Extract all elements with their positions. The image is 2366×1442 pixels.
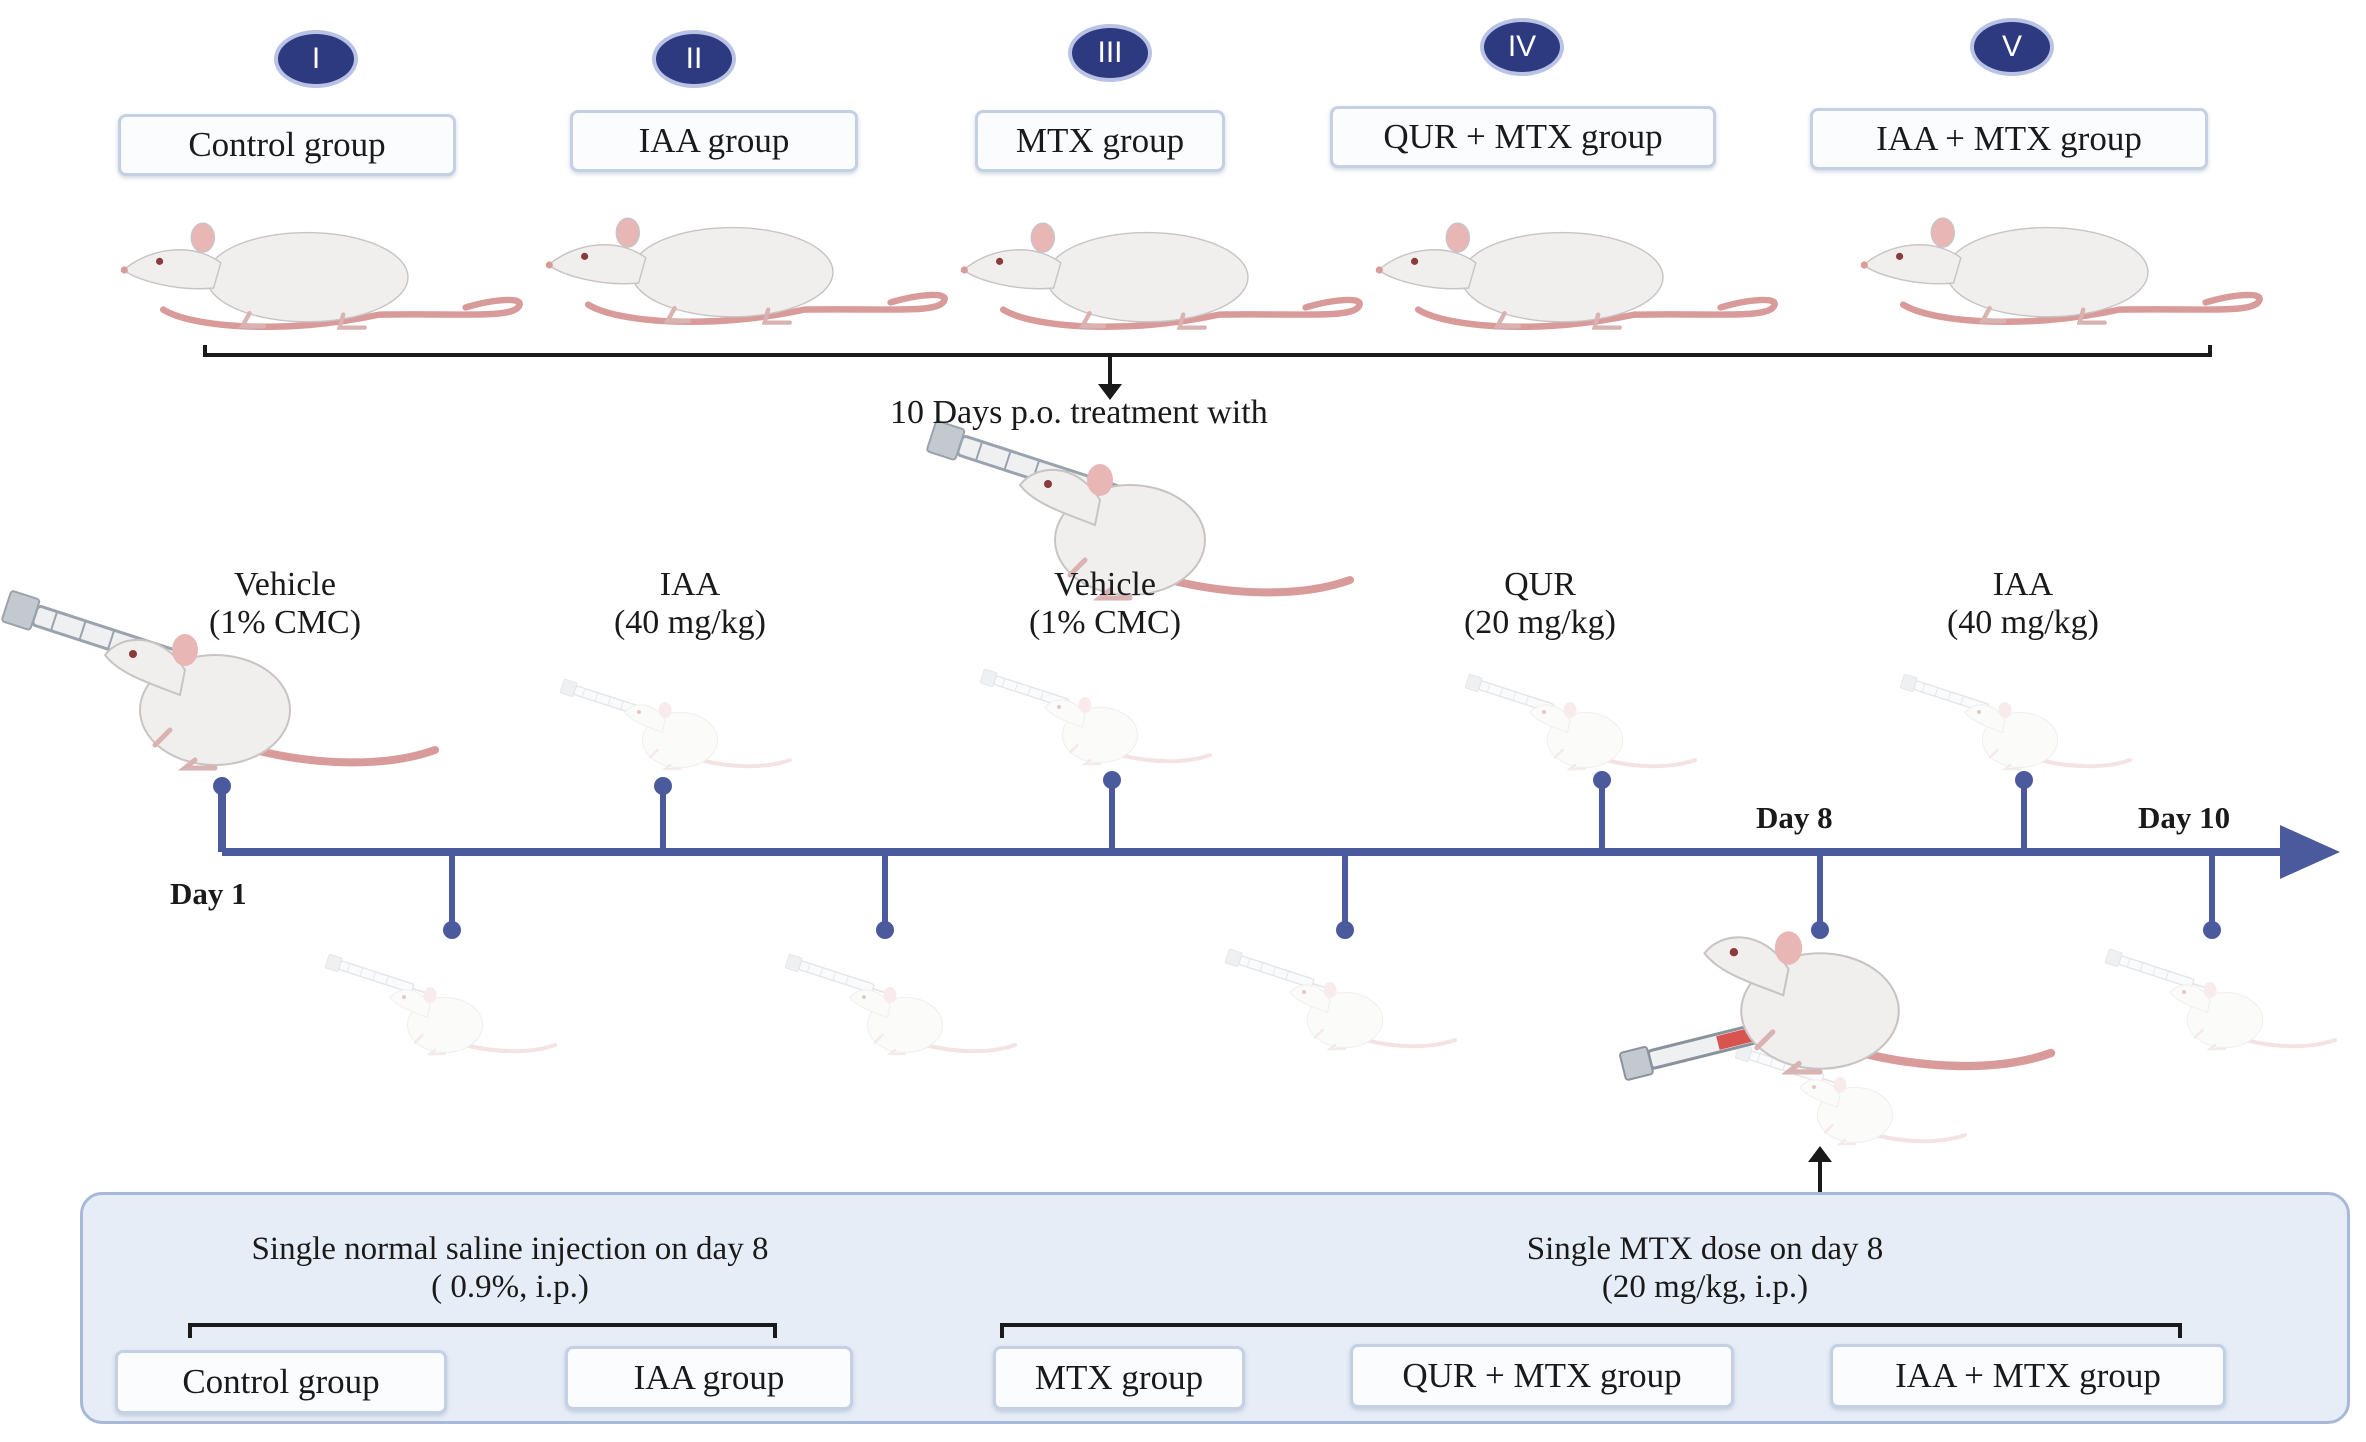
tick-dot <box>1336 921 1354 939</box>
group-box-mtx: MTX group <box>975 110 1225 172</box>
day-10-label: Day 10 <box>2138 800 2231 835</box>
group-number-badge: III <box>1068 24 1152 82</box>
day-8-label: Day 8 <box>1756 800 1833 835</box>
saline-title: Single normal saline injection on day 8 … <box>150 1230 870 1306</box>
panel-group-box-control: Control group <box>115 1350 447 1414</box>
dose-amount: (20 mg/kg) <box>1463 604 1617 641</box>
mtx-subtitle-line: (20 mg/kg, i.p.) <box>1601 1269 1809 1305</box>
day-1-label: Day 1 <box>170 876 247 911</box>
dose-label: IAA (40 mg/kg) <box>545 566 835 642</box>
group-box-iaa-mtx: IAA + MTX group <box>1810 108 2208 170</box>
dose-name: IAA <box>659 566 721 603</box>
dose-name: IAA <box>1992 566 2054 603</box>
mtx-title-line: Single MTX dose on day 8 <box>1526 1231 1884 1267</box>
dose-name: QUR <box>1504 566 1576 603</box>
group-box-qur-mtx: QUR + MTX group <box>1330 106 1716 168</box>
dose-amount: (1% CMC) <box>208 604 362 641</box>
tick-dot <box>1593 771 1611 789</box>
tick-dot <box>876 921 894 939</box>
timeline-ticks <box>213 771 2221 939</box>
mtx-bracket <box>1000 1323 2182 1338</box>
dose-label: Vehicle (1% CMC) <box>960 566 1250 642</box>
group-box-control: Control group <box>118 114 456 176</box>
saline-subtitle-line: ( 0.9%, i.p.) <box>431 1269 589 1305</box>
dose-label: Vehicle (1% CMC) <box>140 566 430 642</box>
tick-dot <box>213 777 231 795</box>
tick-dot <box>2015 771 2033 789</box>
tick-dot <box>654 777 672 795</box>
group-number-badge: II <box>652 30 736 88</box>
dose-name: Vehicle <box>234 566 336 603</box>
arrow-head-icon <box>1808 1146 1832 1162</box>
timeline-arrow-icon <box>2280 825 2340 879</box>
tick-dot <box>2203 921 2221 939</box>
group-bracket <box>203 345 2212 357</box>
dose-amount: (1% CMC) <box>1028 604 1182 641</box>
group-number-badge: IV <box>1480 18 1564 76</box>
tick-dot <box>1811 921 1829 939</box>
tick-dot <box>443 921 461 939</box>
treatment-caption: 10 Days p.o. treatment with <box>890 394 1268 431</box>
mtx-title: Single MTX dose on day 8 (20 mg/kg, i.p.… <box>1380 1230 2030 1306</box>
group-box-iaa: IAA group <box>570 110 858 172</box>
saline-title-line: Single normal saline injection on day 8 <box>251 1231 769 1267</box>
group-number-badge: I <box>274 30 358 88</box>
dose-label: QUR (20 mg/kg) <box>1395 566 1685 642</box>
panel-group-box-qur-mtx: QUR + MTX group <box>1350 1344 1734 1408</box>
saline-bracket <box>188 1323 777 1338</box>
group-number-badge: V <box>1970 18 2054 76</box>
panel-group-box-iaa-mtx: IAA + MTX group <box>1830 1344 2226 1408</box>
dose-amount: (40 mg/kg) <box>1946 604 2100 641</box>
dose-name: Vehicle <box>1054 566 1156 603</box>
arrow-head-icon <box>1098 384 1122 400</box>
panel-group-box-iaa: IAA group <box>565 1346 853 1410</box>
tick-dot <box>1103 771 1121 789</box>
panel-group-box-mtx: MTX group <box>993 1346 1245 1410</box>
dose-label: IAA (40 mg/kg) <box>1878 566 2168 642</box>
dose-amount: (40 mg/kg) <box>613 604 767 641</box>
